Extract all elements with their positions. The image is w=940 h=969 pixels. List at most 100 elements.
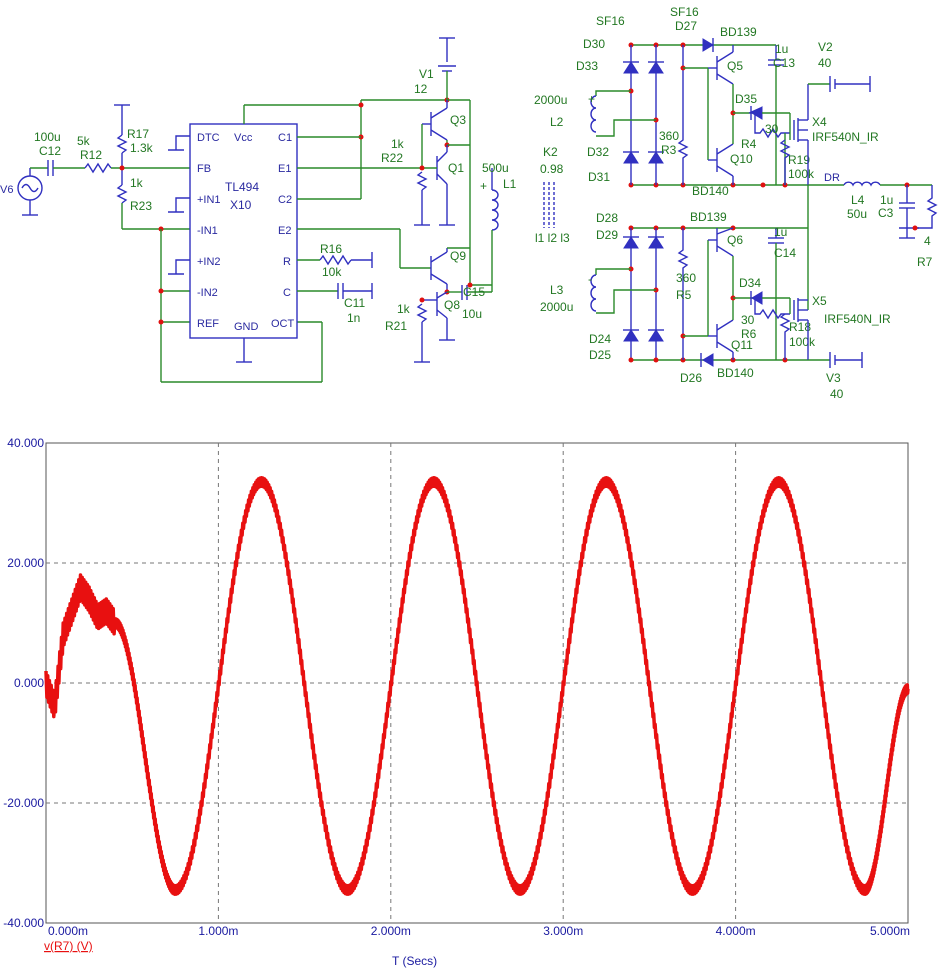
l1-label: L1 [503,177,517,191]
v3-value: 40 [830,387,844,401]
c13-label: C13 [773,56,795,70]
c15-label: C15 [463,285,485,299]
d29-label: D29 [596,228,618,242]
vcc-wiring: V1 12 [243,37,471,285]
r16-label: R16 [320,242,342,256]
x-tick-label: 5.000m [870,924,910,938]
pin-vcc: Vcc [234,132,253,144]
c3-label: C3 [878,206,894,220]
sf16a-label: SF16 [596,14,625,28]
l2-value: 2000u [534,93,567,107]
r4-label: R4 [741,137,757,151]
l2-label: L2 [550,115,564,129]
d35-label: D35 [735,92,757,106]
k2-coils: l1 l2 l3 [535,231,570,245]
source-v6: V6 [0,167,48,216]
q8-label: Q8 [444,298,460,312]
c12-value: 100u [34,130,61,144]
coupling-k2: K2 0.98 l1 l2 l3 [535,145,570,245]
sf16b-label: SF16 [670,5,699,19]
q10-label: Q10 [730,152,753,166]
ref-loop-wiring [158,229,323,383]
c15-value: 10u [462,307,482,321]
x5-type: IRF540N_IR [824,312,891,326]
l3-label: L3 [550,283,564,297]
r18-value: 100k [789,335,816,349]
l1-plus: + [480,179,487,193]
bd140b-label: BD140 [717,366,754,380]
y-tick-label: -40.000 [3,916,44,930]
r21-value: 1k [397,302,411,316]
transistors-q9-q8: Q9 Q8 1k R21 C15 10u [297,228,493,363]
pin-c1: C1 [278,132,292,144]
q11-label: Q11 [731,338,753,352]
pin-e1: E1 [278,163,291,175]
v1-value: 12 [414,82,428,96]
d34-label: D34 [739,276,761,290]
k2-label: K2 [543,145,558,159]
pin-in1p: +IN1 [197,194,221,206]
pin-c2: C2 [278,194,292,206]
q6-label: Q6 [727,233,743,247]
pin-in2n: -IN2 [197,287,218,299]
r7-value: 4 [924,234,931,248]
d32-label: D32 [587,145,609,159]
r6-value: 30 [741,313,755,327]
c11-value: 1n [347,311,360,325]
timing-r16-c11: R16 10k C11 1n [297,242,373,325]
bd139b-label: BD139 [690,210,727,224]
r12-value: 5k [77,134,91,148]
x5-label: X5 [812,294,827,308]
divider-r17-r23: R17 1.3k 1k R23 [114,104,190,232]
r23-label: R23 [130,199,152,213]
pin-ref: REF [197,318,219,330]
k2-value: 0.98 [540,162,564,176]
l4-value: 50u [847,207,867,221]
dr-label: DR [824,172,840,184]
x-tick-label: 1.000m [198,924,238,938]
x-tick-label: 4.000m [716,924,756,938]
c3-value: 1u [880,193,893,207]
bd139a-label: BD139 [720,25,757,39]
r16-value: 10k [322,265,342,279]
r5-value: 360 [676,271,696,285]
l1-value: 500u [482,161,509,175]
pin-e2: E2 [278,225,291,237]
inductor-l1: + 500u L1 [470,161,517,286]
q1-label: Q1 [448,161,464,175]
output-filter: DR L4 50u 1u C3 4 R7 [807,172,938,310]
r22-label: R22 [381,151,403,165]
q5-label: Q5 [727,59,743,73]
x4-label: X4 [812,115,827,129]
r7-label: R7 [917,255,933,269]
q9-label: Q9 [450,249,466,263]
l2-plus: + [588,92,595,106]
q3-label: Q3 [450,113,466,127]
v1-label: V1 [419,67,434,81]
pin-oct: OCT [271,318,295,330]
bd140a-label: BD140 [692,184,729,198]
r6-label: R6 [741,327,757,341]
v2-value: 40 [818,56,832,70]
d30-label: D30 [583,37,605,51]
l3-minus: - [588,272,592,286]
x4-type: IRF540N_IR [812,130,879,144]
c14-label: C14 [774,246,796,260]
v6-label: V6 [0,184,13,196]
c12-label: C12 [39,144,61,158]
d27-label: D27 [675,19,697,33]
r3-label: R3 [661,143,677,157]
schematic: V6 100u C12 5k R12 [0,5,938,401]
lower-driver: D28 D29 BD139 L3 2000u - [540,210,891,401]
r4-value: 30 [765,122,779,136]
d25-label: D25 [589,348,611,362]
v2-label: V2 [818,40,833,54]
r18-label: R18 [789,320,811,334]
c14-value: 1u [774,225,787,239]
pin-fb: FB [197,163,211,175]
r19-value: 100k [788,167,815,181]
x-tick-label: 0.000m [48,924,88,938]
pin-dtc: DTC [197,132,220,144]
